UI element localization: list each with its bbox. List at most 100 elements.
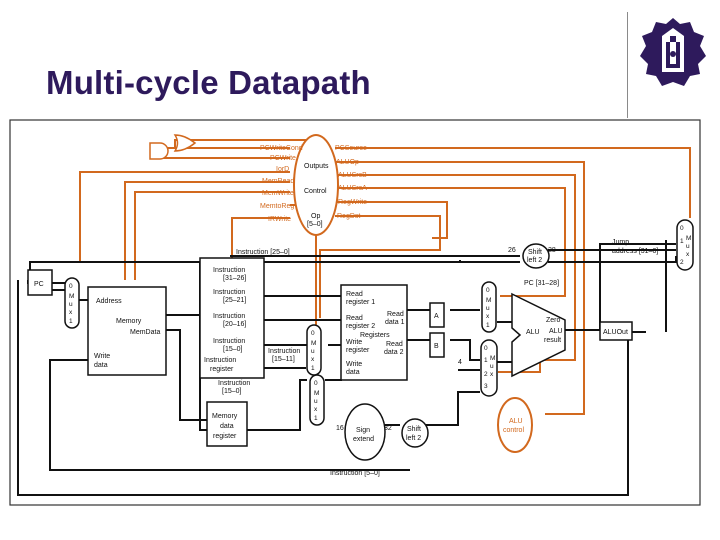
pc-label: PC xyxy=(34,281,44,288)
mux-alusrcb-m: M xyxy=(490,355,495,362)
reg-read1: Read xyxy=(346,291,363,298)
reg-name: Registers xyxy=(360,332,390,339)
ir-field2: Instruction xyxy=(213,289,245,296)
instruction-register xyxy=(199,257,265,379)
mux-regdst-0: 0 xyxy=(311,330,315,337)
mux-alusrcb-0: 0 xyxy=(484,345,488,352)
mux-iord-u: u xyxy=(69,301,73,308)
label-instr-15-0-bits: [15–0] xyxy=(222,388,242,395)
mux-memtoreg-u: u xyxy=(314,398,318,405)
mdr-line2: data xyxy=(220,423,234,430)
alu-zero: Zero xyxy=(546,317,561,324)
pc-register xyxy=(27,269,53,296)
ir-field1-bits: [31–26] xyxy=(223,275,246,282)
control-unit xyxy=(293,134,339,236)
sign-extend xyxy=(344,403,386,461)
ir-field1: Instruction xyxy=(213,267,245,274)
alu-result1: ALU xyxy=(549,328,563,335)
mux-pcsrc-0: 0 xyxy=(680,225,684,232)
reg-rd2: Read xyxy=(386,341,403,348)
mux-regdst-m: M xyxy=(311,340,316,347)
ir-field4: Instruction xyxy=(213,338,245,345)
alu-name: ALU xyxy=(526,329,540,336)
ir-name2: register xyxy=(210,366,234,373)
control-outputs-label: Outputs xyxy=(304,163,329,170)
mux-iord-0: 0 xyxy=(69,283,73,290)
mux-pcsource xyxy=(676,219,694,271)
mux-regdst-1: 1 xyxy=(311,365,315,372)
mux-iord-m: M xyxy=(69,293,74,300)
reg-read2b: register 2 xyxy=(346,323,375,330)
label-instr-15-11-bits: [15–11] xyxy=(272,356,295,363)
register-a-label: A xyxy=(434,313,439,320)
register-b xyxy=(429,332,445,358)
memory-write: Write xyxy=(94,353,110,360)
shift-top-l1: Shift xyxy=(528,249,542,256)
shift-bot-l2: left 2 xyxy=(406,435,421,442)
control-signals-right: PCSource ALUOp ALUSrcB ALUSrcA RegWrite … xyxy=(335,145,367,220)
reg-rd1b: data 1 xyxy=(385,319,405,326)
register-file xyxy=(340,284,408,381)
mux-alusrcb xyxy=(480,339,498,397)
signal-pcwrite: PCWrite xyxy=(270,155,296,162)
reg-rd1: Read xyxy=(387,311,404,318)
mux-alusrca-x: x xyxy=(486,313,490,320)
mux-iord-1: 1 xyxy=(69,318,73,325)
shift-bot-l1: Shift xyxy=(407,426,421,433)
mux-memtoreg-x: x xyxy=(314,406,318,413)
control-op-label: Op xyxy=(311,213,320,220)
university-logo xyxy=(640,18,706,86)
aluctrl-l1: ALU xyxy=(509,418,523,425)
alu-control xyxy=(497,397,533,453)
signal-memwrite: MemWrite xyxy=(262,190,294,197)
aluout-register xyxy=(599,321,633,341)
label-jump: Jump xyxy=(612,239,629,246)
mdr-line3: register xyxy=(213,433,237,440)
mux-memtoreg xyxy=(309,374,325,426)
label-instr-25-0: Instruction [25–0] xyxy=(236,249,290,256)
mux-alusrca xyxy=(481,281,497,333)
mux-alusrcb-1: 1 xyxy=(484,357,488,364)
mux-alusrcb-x: x xyxy=(490,371,494,378)
reg-write-data-b: data xyxy=(346,369,360,376)
signal-iord: IorD xyxy=(276,166,289,173)
alu-result2: result xyxy=(544,337,561,344)
signal-regwrite: RegWrite xyxy=(338,199,367,206)
signal-alusrcb: ALUSrcB xyxy=(338,172,367,179)
mux-regdst-x: x xyxy=(311,356,315,363)
diagram-frame xyxy=(9,119,701,506)
signal-alusrca: ALUSrcA xyxy=(338,185,367,192)
reg-write-reg-b: register xyxy=(346,347,370,354)
label-4: 4 xyxy=(458,359,462,366)
sign-l2: extend xyxy=(353,436,374,443)
control-label: Control xyxy=(304,188,327,195)
mux-memtoreg-0: 0 xyxy=(314,380,318,387)
label-instr-15-0: Instruction xyxy=(218,380,250,387)
ir-field3: Instruction xyxy=(213,313,245,320)
label-16: 16 xyxy=(336,425,344,432)
sign-l1: Sign xyxy=(356,427,370,434)
mux-alusrcb-2: 2 xyxy=(484,371,488,378)
mux-pcsrc-m: M xyxy=(686,235,691,242)
label-pc-31-28: PC [31–28] xyxy=(524,280,559,287)
shift-left-top xyxy=(522,243,550,269)
ir-field2-bits: [25–21] xyxy=(223,297,246,304)
register-b-label: B xyxy=(434,343,439,350)
shift-top-l2: left 2 xyxy=(527,257,542,264)
register-a xyxy=(429,302,445,328)
signal-memread: MemRead xyxy=(262,178,294,185)
label-instr-15-11: Instruction xyxy=(268,348,300,355)
slide-title: Multi-cycle Datapath xyxy=(46,64,371,101)
memory-data-register xyxy=(206,401,248,447)
data-wires xyxy=(17,240,677,496)
signal-irwrite: IRWrite xyxy=(268,216,291,223)
mux-iord-x: x xyxy=(69,309,73,316)
alu xyxy=(511,292,566,378)
memory-address: Address xyxy=(96,298,122,305)
reg-read1b: register 1 xyxy=(346,299,375,306)
mux-pcsrc-2: 2 xyxy=(680,259,684,266)
signal-aluop: ALUOp xyxy=(336,159,359,166)
ir-name1: Instruction xyxy=(204,357,236,364)
label-jump-address: address [31–0] xyxy=(612,248,658,255)
